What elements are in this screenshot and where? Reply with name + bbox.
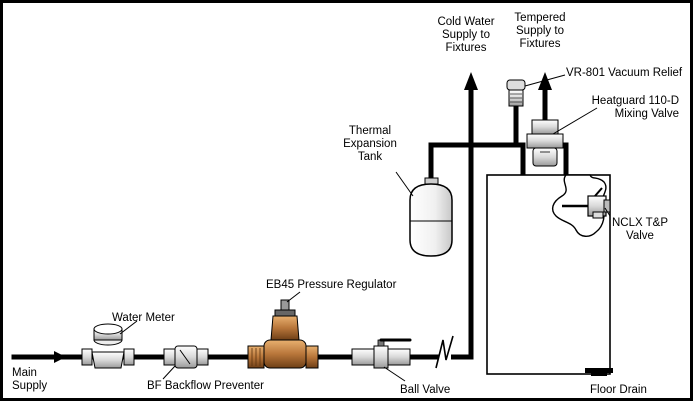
labels: Cold Water Supply to Fixtures Tempered S… [12, 12, 683, 396]
thermal-expansion-tank-icon [409, 177, 453, 257]
backflow-preventer-icon [163, 345, 209, 369]
label-backflow-preventer: BF Backflow Preventer [147, 380, 264, 392]
leader-lines [119, 74, 611, 382]
label-cold-water-1: Cold Water [437, 16, 494, 28]
ball-valve-icon [351, 338, 412, 369]
label-floor-drain: Floor Drain [590, 384, 647, 396]
label-vacuum-relief: VR-801 Vacuum Relief [566, 67, 683, 79]
pipe-break-icon [435, 335, 454, 369]
label-main-supply-2: Supply [12, 380, 47, 392]
label-mixing-valve-1: Heatguard 110-D [592, 95, 679, 107]
label-tp-valve-1: NCLX T&P [612, 217, 668, 229]
main-flow-arrow-icon [54, 351, 66, 363]
label-thermal-tank-1: Thermal [349, 125, 391, 137]
cold-supply-arrow-icon [464, 72, 478, 90]
vacuum-relief-icon [506, 79, 526, 107]
label-tempered-1: Tempered [514, 12, 565, 24]
label-water-meter: Water Meter [112, 312, 175, 324]
mixing-valve-icon [526, 119, 564, 167]
label-main-supply-1: Main [12, 367, 37, 379]
label-mixing-valve-2: Mixing Valve [615, 108, 679, 120]
floor-drain-icon [585, 368, 613, 376]
label-tp-valve-2: Valve [626, 230, 654, 242]
tp-valve-icon [562, 187, 611, 219]
label-cold-water-3: Fixtures [446, 42, 487, 54]
label-pressure-regulator: EB45 Pressure Regulator [266, 279, 397, 291]
label-ball-valve: Ball Valve [400, 384, 450, 396]
water-meter-icon [81, 323, 135, 369]
label-thermal-tank-2: Expansion [343, 138, 397, 150]
label-tempered-2: Supply to [516, 25, 564, 37]
pressure-regulator-icon [247, 299, 319, 369]
label-tempered-3: Fixtures [520, 38, 561, 50]
label-cold-water-2: Supply to [442, 29, 490, 41]
label-thermal-tank-3: Tank [358, 151, 383, 163]
